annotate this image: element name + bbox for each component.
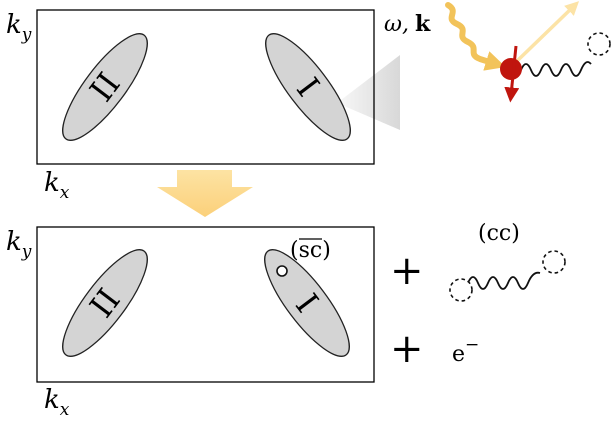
- electron-icon: [500, 58, 522, 80]
- excitation-wave-icon: [520, 61, 592, 77]
- top-panel: II I ky kx: [6, 9, 400, 203]
- bottom-frame: [36, 226, 375, 383]
- pair-end-left-icon: [449, 278, 473, 302]
- electron-label: e−: [452, 335, 479, 367]
- top-frame: [36, 9, 375, 165]
- plus-sign-2: +: [390, 326, 424, 372]
- top-pocket-ii: II: [62, 33, 148, 141]
- incoming-photon-icon: [445, 2, 506, 71]
- outgoing-photon-icon: [514, 1, 580, 64]
- scattering-event: ω,k: [384, 1, 611, 103]
- zoom-cone: [337, 55, 400, 130]
- hole-label: (sc): [290, 238, 331, 263]
- bottom-kx-label: kx: [44, 385, 70, 420]
- products: + (cc) + e−: [390, 221, 566, 372]
- top-kx-label: kx: [44, 168, 70, 203]
- bottom-pocket-ii: II: [62, 249, 148, 357]
- plus-sign-1: +: [390, 248, 424, 294]
- photon-label: ω,k: [384, 11, 431, 37]
- bottom-panel: II I (sc) ky kx: [6, 226, 375, 420]
- top-pocket-i: I: [265, 33, 351, 141]
- pair-label: (cc): [478, 221, 520, 246]
- pair-wave-icon: [467, 271, 541, 290]
- top-ky-label: ky: [6, 10, 32, 45]
- pair-end-right-icon: [542, 250, 566, 274]
- bottom-pocket-i: I: [264, 249, 350, 357]
- bottom-ky-label: ky: [6, 227, 32, 262]
- spin-arrow-icon: [504, 45, 520, 103]
- transition-arrow: [157, 170, 253, 217]
- excitation-end-icon: [587, 32, 611, 56]
- hole-icon: [276, 265, 288, 277]
